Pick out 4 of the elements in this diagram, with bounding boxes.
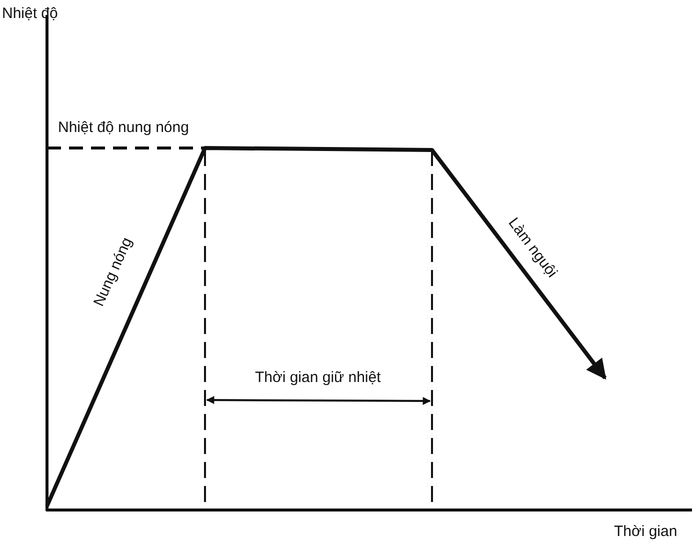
dimension-label: Thời gian giữ nhiệt xyxy=(255,370,381,386)
axis-label: Thời gian xyxy=(614,524,678,540)
segment-label: Nung nóng xyxy=(90,234,136,309)
level-label: Nhiệt độ nung nóng xyxy=(58,120,189,136)
